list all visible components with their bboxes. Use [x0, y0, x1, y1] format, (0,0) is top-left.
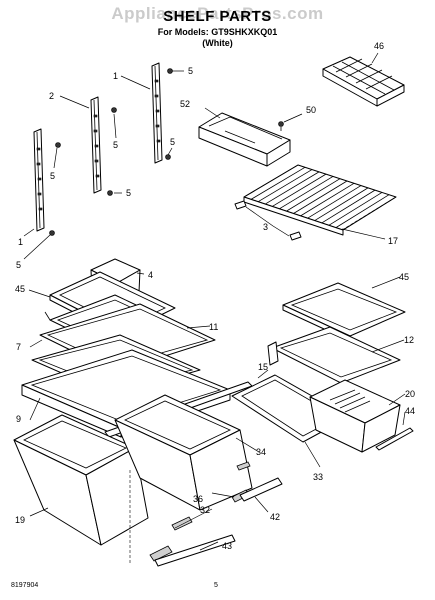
- callout-17: 17: [388, 236, 398, 246]
- callout-5-a: 5: [188, 66, 193, 76]
- callout-32: 32: [200, 505, 210, 515]
- shelf-support-rear: [289, 231, 302, 241]
- meat-pan: [309, 379, 401, 453]
- callout-7: 7: [16, 342, 21, 352]
- slide-rail-42: [239, 477, 283, 502]
- callout-45-left: 45: [15, 284, 25, 294]
- shelf-ladder-middle: [90, 96, 117, 196]
- diagram-code: 8197904: [11, 582, 39, 589]
- pan-rod-44: [375, 427, 414, 451]
- shelf-frame-right: [271, 326, 401, 384]
- page-number: 5: [214, 582, 218, 589]
- callout-19: 19: [15, 515, 25, 525]
- ice-cube-tray: [322, 56, 405, 107]
- color-line: (White): [202, 38, 233, 48]
- callout-44: 44: [405, 406, 415, 416]
- callout-5-c: 5: [170, 137, 175, 147]
- utility-bin: [198, 112, 291, 167]
- callout-50: 50: [306, 105, 316, 115]
- callout-11: 11: [209, 322, 218, 332]
- callout-33: 33: [313, 472, 323, 482]
- shelf-support-front: [234, 200, 247, 210]
- leader-lines: [23, 52, 406, 551]
- page-title: SHELF PARTS: [163, 8, 272, 25]
- models-line: For Models: GT9SHKXKQ01: [157, 27, 278, 37]
- callout-5-e: 5: [50, 171, 55, 181]
- glass-shelf-right: [282, 282, 406, 342]
- callout-46: 46: [374, 41, 384, 51]
- callout-52: 52: [180, 99, 190, 109]
- callout-1-top: 1: [113, 71, 118, 81]
- pan-rail-15: [267, 341, 279, 366]
- callout-34: 34: [256, 447, 266, 457]
- callout-3: 3: [263, 222, 268, 232]
- callout-43: 43: [222, 541, 232, 551]
- callout-2: 2: [49, 91, 54, 101]
- callout-12: 12: [404, 335, 414, 345]
- callout-9: 9: [16, 414, 21, 424]
- callout-45-right: 45: [399, 272, 409, 282]
- callout-1-bottom: 1: [18, 237, 23, 247]
- callout-4: 4: [148, 270, 153, 280]
- callout-20: 20: [405, 389, 415, 399]
- crisper-drawer-right: [114, 394, 253, 511]
- callout-15: 15: [258, 362, 268, 372]
- callout-labels: 1 5 2 5 5 5 5 5 1 46 52 50 3 17 4 45 11 …: [15, 41, 415, 551]
- shelf-ladder-right: [151, 62, 173, 164]
- crisper-drawer-left: [13, 414, 149, 546]
- callout-5-b: 5: [113, 140, 118, 150]
- wire-shelf: [243, 164, 397, 236]
- callout-5-f: 5: [16, 260, 21, 270]
- callout-42: 42: [270, 512, 280, 522]
- callout-36: 36: [193, 494, 203, 504]
- watermark: AppliancePartsPros.com: [111, 4, 324, 23]
- slide-rail-43: [154, 534, 236, 567]
- bin-screw: [278, 121, 284, 131]
- callout-5-d: 5: [126, 188, 131, 198]
- shelf-ladder-left: [33, 128, 61, 236]
